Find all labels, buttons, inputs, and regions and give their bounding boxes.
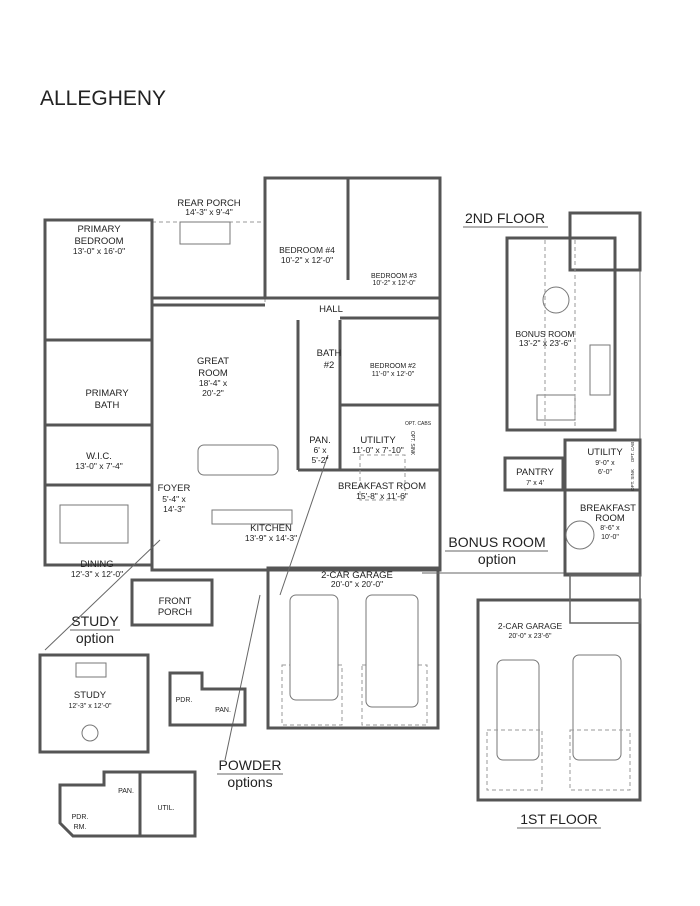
study-label: STUDY [74, 690, 107, 701]
utility-size: 11'-0" x 7'-10" [352, 445, 404, 455]
bedroom2-size: 11'-0" x 12'-0" [372, 371, 415, 378]
bonus-option-labels: UTILITY 9'-0" x 6'-0" OPT. CAB OPT. SINK… [445, 442, 636, 829]
utility-label: UTILITY [360, 435, 396, 446]
breakfast-room-label: BREAKFAST ROOM [338, 481, 426, 492]
main-floor-labels: REAR PORCH 14'-3" x 9'-4" PRIMARY BEDROO… [71, 198, 432, 618]
bonus-room-option-heading: BONUS ROOM [448, 534, 545, 550]
kitchen-label: KITCHEN [250, 523, 292, 534]
bonus-breakfast-label-2: ROOM [595, 513, 625, 524]
first-floor-heading: 1ST FLOOR [520, 811, 598, 827]
kitchen-size: 13'-9" x 14'-3" [245, 533, 297, 543]
second-floor-walls [505, 211, 642, 432]
bedroom4-label: BEDROOM #4 [279, 245, 335, 255]
powder2-pdr-label: PDR. [72, 814, 89, 821]
bonus-garage-size: 20'-0" x 23'-6" [508, 633, 552, 640]
foyer-label: FOYER [158, 483, 191, 494]
bonus-utility-size-2: 6'-0" [598, 469, 612, 476]
plan-title: ALLEGHENY [40, 87, 166, 110]
powder1-pan-label: PAN. [215, 707, 231, 714]
bonus-utility-size: 9'-0" x [595, 460, 615, 467]
garage-label: 2-CAR GARAGE [321, 570, 393, 581]
study-size: 12'-3" x 12'-0" [68, 703, 112, 710]
bonus-utility-opt-cab: OPT. CAB [630, 442, 635, 463]
pantry-size: 6' x [314, 445, 328, 455]
dining-label: DINING [80, 559, 113, 570]
primary-bath-label-2: BATH [95, 400, 120, 411]
foyer-size-2: 14'-3" [163, 504, 185, 514]
rear-porch-size: 14'-3" x 9'-4" [185, 207, 233, 217]
great-room-label: GREAT [197, 356, 229, 367]
bonus-breakfast-label: BREAKFAST [580, 503, 636, 514]
rear-porch-label: REAR PORCH [177, 198, 240, 209]
great-room-label-2: ROOM [198, 368, 228, 379]
powder-options-heading: POWDER [219, 757, 282, 773]
front-porch-label: FRONT [159, 596, 192, 607]
utility-opt-cabs: OPT. CABS [405, 421, 432, 427]
bonus-pantry-size: 7' x 4' [526, 480, 544, 487]
powder2-util-label: UTIL. [157, 805, 174, 812]
bonus-room-label: BONUS ROOM [515, 329, 574, 339]
primary-bedroom-label-2: BEDROOM [74, 236, 123, 247]
bonus-utility-opt-sink: OPT. SINK [630, 469, 635, 491]
bonus-breakfast-size-2: 10'-0" [601, 534, 619, 541]
study-option-sub: option [76, 630, 114, 646]
breakfast-room-size: 15'-8" x 11'-6" [356, 491, 408, 501]
second-floor-labels: 2ND FLOOR BONUS ROOM 13'-2" x 23'-6" [463, 210, 575, 348]
pantry-size-2: 5'-2" [312, 455, 329, 465]
bedroom3-label: BEDROOM #3 [371, 273, 417, 280]
powder2-pan-label: PAN. [118, 788, 134, 795]
primary-bedroom-size: 13'-0" x 16'-0" [73, 246, 125, 256]
powder1-pdr-label: PDR. [176, 697, 193, 704]
great-room-size: 18'-4" x [199, 378, 228, 388]
study-option-heading: STUDY [71, 613, 119, 629]
bonus-utility-label: UTILITY [587, 447, 623, 458]
bonus-option-walls [476, 438, 642, 802]
front-porch-label-2: PORCH [158, 607, 192, 618]
options-walls [38, 653, 247, 838]
bedroom2-label: BEDROOM #2 [370, 363, 416, 370]
wic-label: W.I.C. [86, 451, 112, 462]
bonus-room-size: 13'-2" x 23'-6" [519, 338, 571, 348]
powder2-pdr-label-2: RM. [74, 824, 87, 831]
bonus-breakfast-size: 8'-6" x [600, 525, 620, 532]
second-floor-heading: 2ND FLOOR [465, 210, 545, 226]
main-floor-walls [43, 176, 641, 761]
bath2-label-2: #2 [324, 360, 335, 371]
bath2-label: BATH [317, 348, 342, 359]
option-labels: STUDY option STUDY 12'-3" x 12'-0" PDR. … [68, 613, 283, 831]
garage-size: 20'-0" x 20'-0" [331, 579, 383, 589]
great-room-size-2: 20'-2" [202, 388, 224, 398]
bonus-room-option-sub: option [478, 551, 516, 567]
primary-bath-label: PRIMARY [85, 388, 129, 399]
foyer-size: 5'-4" x [162, 494, 186, 504]
utility-opt-sink: OPT. SINK [409, 431, 415, 456]
pantry-label: PAN. [309, 435, 330, 446]
bedroom3-size: 10'-2" x 12'-0" [372, 280, 416, 287]
bonus-garage-label: 2-CAR GARAGE [498, 621, 563, 631]
hall-label: HALL [319, 304, 343, 315]
dining-size: 12'-3" x 12'-0" [71, 569, 123, 579]
bonus-pantry-label: PANTRY [516, 467, 554, 478]
bedroom4-size: 10'-2" x 12'-0" [281, 255, 333, 265]
powder-options-sub: options [227, 774, 272, 790]
primary-bedroom-label: PRIMARY [77, 224, 121, 235]
wic-size: 13'-0" x 7'-4" [75, 461, 123, 471]
